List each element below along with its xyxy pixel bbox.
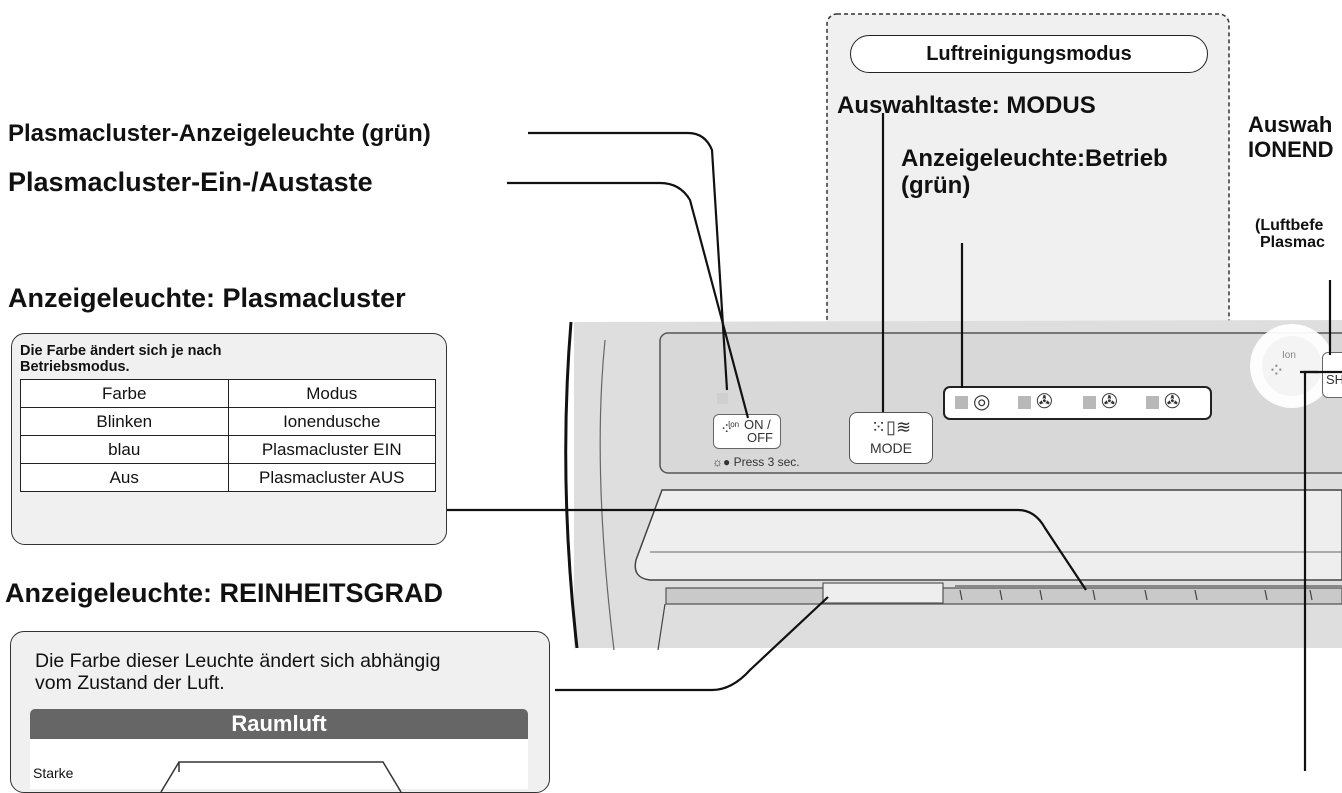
ion-small-text: Ion (728, 420, 740, 429)
shower-button[interactable]: SH (1322, 352, 1342, 398)
lock-icon: ● (723, 455, 731, 469)
plasmacluster-indicator-lamp (717, 393, 728, 404)
light-bulb-icon: ☼ (712, 455, 723, 469)
operation-lamp-label-2: (grün) (901, 172, 971, 199)
plasmacluster-onoff-label: Plasmacluster-Ein-/Austaste (8, 167, 373, 197)
press-hint-text: Press 3 sec. (733, 455, 800, 469)
table-header-cell: Modus (227, 379, 436, 408)
air-flow-icon: ⁙▯≋ (870, 417, 912, 437)
table-cell: Blinken (20, 407, 229, 436)
ion-big-icon: ⁘ (1268, 360, 1285, 382)
press-hint: ☼● Press 3 sec. (712, 455, 800, 469)
onoff-text-1: ON / (744, 417, 771, 432)
mode-button[interactable]: ⁙▯≋ MODE (849, 412, 933, 464)
mode-lamp-3 (1083, 396, 1096, 409)
fan-low-icon: ✇ (1036, 391, 1053, 413)
ion-big-button[interactable]: ⁘ Ion (1268, 350, 1312, 390)
mode-lamp-row: ◎ ✇ ✇ ✇ (943, 386, 1212, 420)
auto-swirl-icon: ◎ (973, 391, 991, 413)
pc-note-2: Betriebsmodus. (20, 359, 130, 375)
purity-partial-text: Starke (33, 765, 74, 781)
table-header-row: Farbe Modus (20, 379, 436, 408)
ion-select-label-2: IONEND (1248, 137, 1334, 162)
indicator-plasmacluster-heading: Anzeigeleuchte: Plasmacluster (8, 283, 406, 313)
mode-title-text: Luftreinigungsmodus (926, 43, 1132, 65)
color-mode-table: Farbe Modus Blinken Ionendusche blau Pla… (20, 379, 436, 492)
table-header-cell: Farbe (20, 379, 229, 408)
ion-big-text: Ion (1282, 350, 1296, 361)
shower-button-label: SH (1326, 372, 1342, 387)
fan-mid-icon: ✇ (1101, 391, 1118, 413)
purity-note-2: vom Zustand der Luft. (35, 672, 225, 695)
table-row: Blinken Ionendusche (20, 407, 436, 436)
table-cell: Plasmacluster AUS (227, 463, 436, 492)
pc-note-1: Die Farbe ändert sich je nach (20, 343, 222, 359)
raumluft-header: Raumluft (30, 709, 528, 739)
onoff-text-2: OFF (747, 430, 773, 445)
purity-arrow (160, 761, 402, 792)
table-cell: Plasmacluster EIN (227, 435, 436, 464)
ion-note-2: Plasmac (1260, 234, 1325, 251)
table-cell: blau (20, 435, 229, 464)
purity-note-2-text: vom Zustand der Luft (35, 672, 220, 694)
mode-title-pill: Luftreinigungsmodus (850, 35, 1208, 73)
plasmacluster-indicator-label: Plasmacluster-Anzeigeleuchte (grün) (8, 120, 431, 147)
mode-button-label: MODE (870, 440, 912, 456)
mode-select-label: Auswahltaste: MODUS (837, 92, 1096, 119)
table-cell: Aus (20, 463, 229, 492)
mode-lamp-1 (955, 396, 968, 409)
table-row: Aus Plasmacluster AUS (20, 463, 436, 492)
operation-lamp-label-1: Anzeigeleuchte:Betrieb (901, 145, 1168, 172)
purity-info-box: Die Farbe dieser Leuchte ändert sich abh… (10, 631, 550, 793)
purity-note-1: Die Farbe dieser Leuchte ändert sich abh… (35, 650, 441, 672)
plasmacluster-onoff-button[interactable]: ⁘ Ion ON / OFF (713, 414, 781, 449)
ion-icon: ⁘ (720, 421, 733, 438)
ion-note-1: (Luftbefe (1255, 217, 1324, 234)
mode-lamp-4 (1146, 396, 1159, 409)
leader-lines (447, 113, 1342, 771)
table-cell: Ionendusche (227, 407, 436, 436)
table-row: blau Plasmacluster EIN (20, 435, 436, 464)
plasmacluster-info-box: Die Farbe ändert sich je nach Betriebsmo… (11, 333, 447, 545)
ion-select-label-1: Auswah (1248, 112, 1333, 137)
indicator-purity-heading: Anzeigeleuchte: REINHEITSGRAD (5, 578, 444, 608)
fan-high-icon: ✇ (1164, 391, 1181, 413)
mode-lamp-2 (1018, 396, 1031, 409)
purity-note-end: . (219, 672, 225, 694)
